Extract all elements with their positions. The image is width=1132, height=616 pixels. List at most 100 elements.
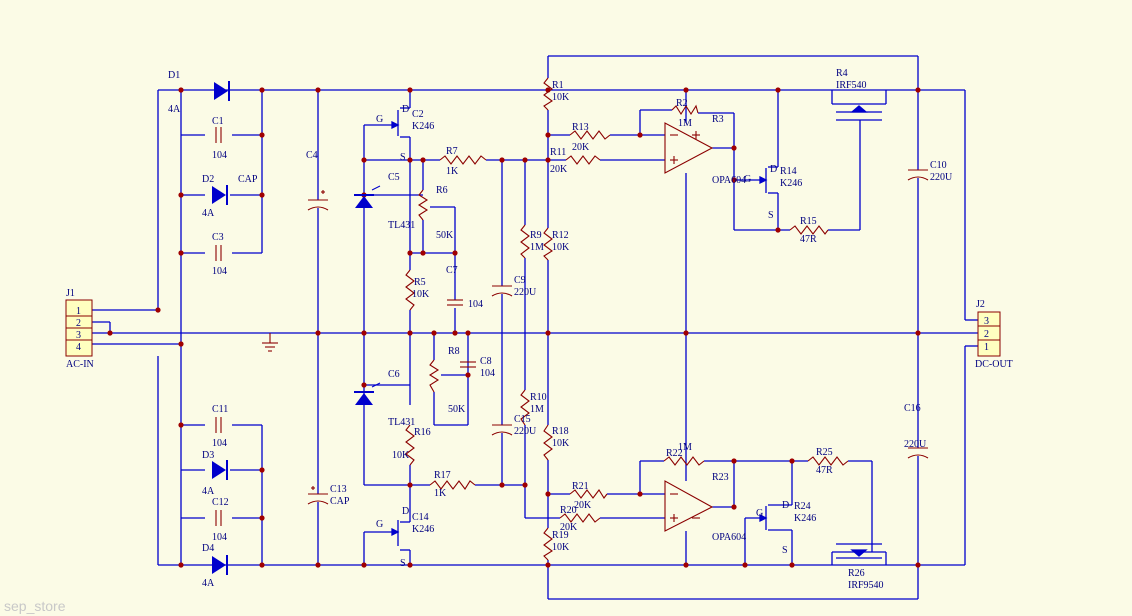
label-p2: 2 <box>76 318 81 329</box>
diode-D1 <box>214 81 230 101</box>
label-R25: R25 <box>816 447 833 458</box>
label-M1c: 1M <box>678 118 692 129</box>
label-G3: G <box>744 174 751 185</box>
label-R13: R13 <box>572 122 589 133</box>
label-C8: C8 <box>480 356 492 367</box>
diode-D4 <box>212 555 228 575</box>
label-k20b: 20K <box>550 164 568 175</box>
connector-J2 <box>977 311 1001 357</box>
label-R24: R24 <box>794 501 811 512</box>
label-k50a: 50K <box>436 230 454 241</box>
label-C9: C9 <box>514 275 526 286</box>
resistor-R17 <box>429 480 476 490</box>
label-A4: 4A <box>202 578 215 589</box>
label-D2: D2 <box>202 174 214 185</box>
label-OPA1: OPA604 <box>712 175 746 186</box>
label-C11: C11 <box>212 404 228 415</box>
label-q3: 3 <box>984 316 989 327</box>
label-C12: C12 <box>212 497 229 508</box>
label-Dd1: D <box>402 104 409 115</box>
capacitor-C4 <box>307 190 329 211</box>
resistor-R1 <box>543 77 553 111</box>
label-A3: 4A <box>202 486 215 497</box>
diode-D3 <box>212 460 228 480</box>
label-G4: G <box>756 508 763 519</box>
wires <box>92 55 978 600</box>
label-K1: K246 <box>412 121 434 132</box>
label-k1b: 1K <box>434 488 447 499</box>
resistor-R5 <box>405 269 415 311</box>
label-C5: C5 <box>388 172 400 183</box>
label-k20d: 20K <box>560 522 578 533</box>
opamp-lower <box>664 480 714 532</box>
label-R18: R18 <box>552 426 569 437</box>
label-K3: K246 <box>780 178 802 189</box>
label-C16: C16 <box>904 403 921 414</box>
resistor-R12 <box>543 227 553 261</box>
label-D4: D4 <box>202 543 214 554</box>
label-C4: C4 <box>306 150 318 161</box>
label-R21: R21 <box>572 481 589 492</box>
label-r47a: 47R <box>800 234 817 245</box>
capacitor-C15 <box>491 424 513 436</box>
label-R15: R15 <box>800 216 817 227</box>
junctions <box>107 87 921 568</box>
label-J2: J2 <box>976 299 985 310</box>
ground-icon <box>262 333 278 352</box>
label-OPA2: OPA604 <box>712 532 746 543</box>
capacitor-C7 <box>447 299 463 306</box>
label-v104a: 104 <box>212 150 227 161</box>
label-v104b: 104 <box>212 266 227 277</box>
label-C15: C15 <box>514 414 531 425</box>
label-k20a: 20K <box>572 142 590 153</box>
label-CAPb: CAP <box>330 496 350 507</box>
label-Dd2: D <box>402 506 409 517</box>
label-D1: D1 <box>168 70 180 81</box>
label-k10c: 10K <box>552 92 570 103</box>
zener-TL431-upper <box>354 185 381 208</box>
label-p4: 4 <box>76 342 81 353</box>
label-q1: 1 <box>984 342 989 353</box>
label-S4: S <box>782 545 788 556</box>
capacitor-C9 <box>491 285 513 297</box>
opamp-upper <box>664 122 714 174</box>
resistor-R10 <box>520 389 530 426</box>
label-R6: R6 <box>436 185 448 196</box>
label-R7: R7 <box>446 146 458 157</box>
label-A2: 4A <box>202 208 215 219</box>
resistor-R13 <box>569 130 611 140</box>
label-k10d: 10K <box>552 242 570 253</box>
label-R12: R12 <box>552 230 569 241</box>
resistor-R6 <box>417 189 429 221</box>
label-R3: R3 <box>712 114 724 125</box>
label-C3: C3 <box>212 232 224 243</box>
label-u220b: 220U <box>514 426 537 437</box>
label-R20: R20 <box>560 505 577 516</box>
label-R17: R17 <box>434 470 451 481</box>
resistor-R11 <box>565 155 601 165</box>
zener-TL431-lower <box>354 382 381 405</box>
label-k10b: 10K <box>392 450 410 461</box>
label-R9: R9 <box>530 230 542 241</box>
label-R16: R16 <box>414 427 431 438</box>
label-q2: 2 <box>984 329 989 340</box>
label-K2: K246 <box>412 524 434 535</box>
label-A1: 4A <box>168 104 181 115</box>
resistor-R19 <box>543 527 553 561</box>
label-S1: S <box>400 152 406 163</box>
label-k20c: 20K <box>574 500 592 511</box>
resistor-R20 <box>559 513 601 523</box>
label-IRF2: IRF9540 <box>848 580 884 591</box>
label-TL1: TL431 <box>388 220 415 231</box>
label-u220d: 220U <box>904 439 927 450</box>
resistor-R18 <box>543 424 553 461</box>
capacitor-C13 <box>307 486 329 505</box>
label-M1d: 1M <box>678 442 692 453</box>
label-R4: R4 <box>836 68 848 79</box>
label-S3: S <box>768 210 774 221</box>
jfet-C2 <box>391 107 410 138</box>
label-IRF1: IRF540 <box>836 80 867 91</box>
label-v104c: 104 <box>212 438 227 449</box>
resistor-R21 <box>569 489 608 499</box>
jfet-R24 <box>759 504 792 531</box>
